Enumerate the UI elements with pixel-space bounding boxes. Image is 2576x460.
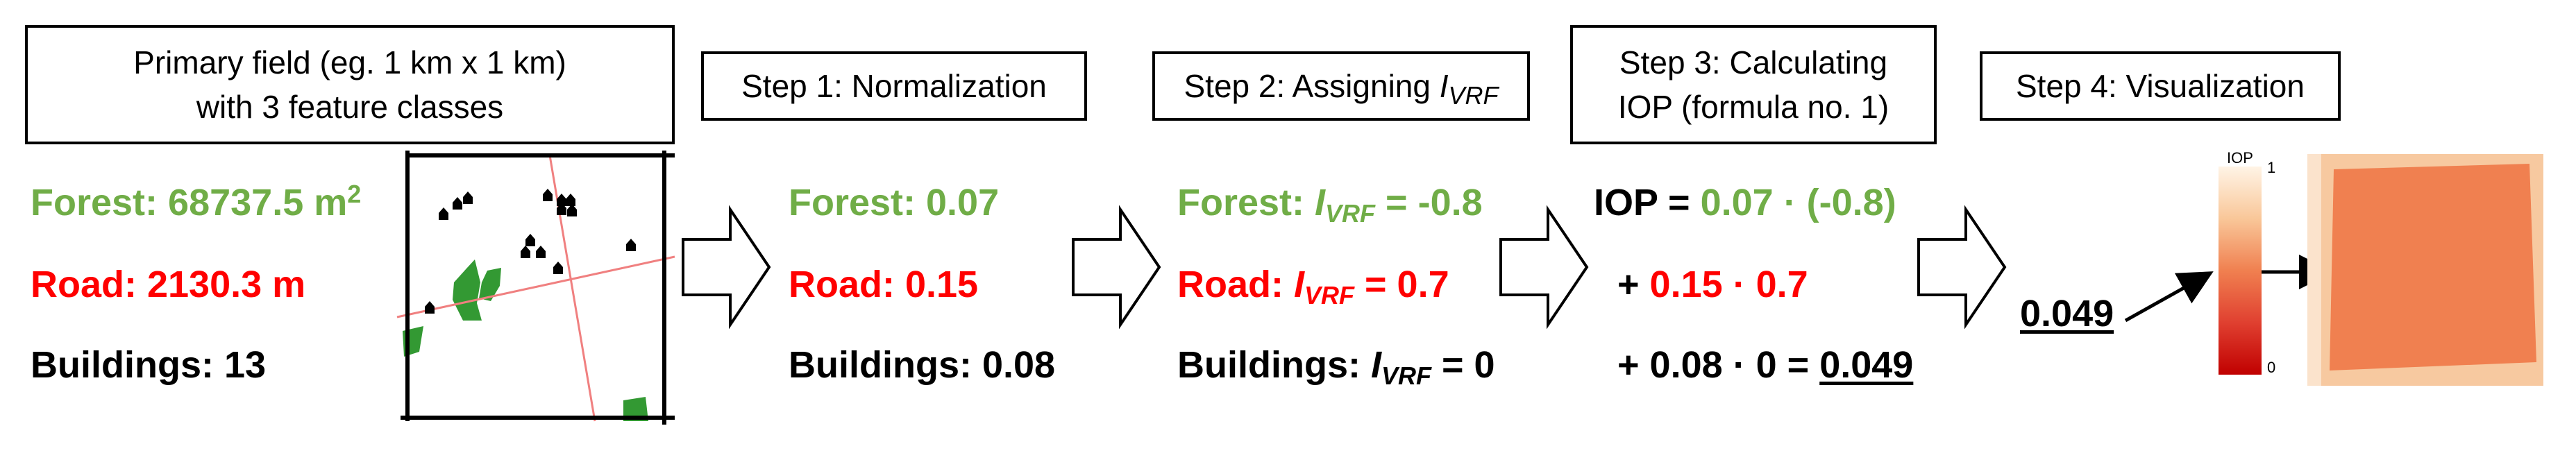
step3-line2: IOP (formula no. 1) — [1617, 89, 1889, 125]
primary-field-line1: Primary field (eg. 1 km x 1 km) — [133, 44, 566, 80]
building-icon — [557, 194, 566, 206]
step2-box: Step 2: Assigning IVRF — [1152, 51, 1530, 121]
colorbar-max: 1 — [2267, 159, 2276, 176]
primary-field-box: Primary field (eg. 1 km x 1 km) with 3 f… — [25, 25, 675, 144]
area-forest: Forest: 68737.5 m2 — [31, 180, 362, 224]
colorbar — [2219, 167, 2262, 375]
iop-line3: + 0.08 · 0 = 0.049 — [1617, 344, 1914, 386]
iop-result: 0.049 — [2020, 293, 2114, 334]
feature-map — [396, 151, 675, 425]
norm-road: Road: 0.15 — [789, 264, 979, 305]
building-icon — [439, 207, 448, 220]
block-arrow-3 — [1499, 205, 1589, 330]
forest-patch — [479, 268, 501, 301]
building-icon — [463, 191, 473, 204]
ivrf-buildings: Buildings: IVRF = 0 — [1177, 344, 1495, 390]
building-icon — [425, 301, 435, 314]
building-icon — [557, 203, 566, 215]
building-icon — [566, 194, 575, 206]
building-icon — [521, 246, 530, 258]
step4-box: Step 4: Visualization — [1980, 51, 2341, 121]
forest-patch — [453, 259, 482, 321]
building-icon — [567, 204, 577, 216]
step3-line1: Step 3: Calculating — [1619, 44, 1888, 80]
step4-label: Step 4: Visualization — [2016, 68, 2305, 104]
forest-patch — [623, 397, 648, 421]
ivrf-forest: Forest: IVRF = -0.8 — [1177, 182, 1483, 228]
step1-box: Step 1: Normalization — [701, 51, 1087, 121]
step2-label: Step 2: Assigning IVRF — [1184, 68, 1499, 110]
ivrf-road: Road: IVRF = 0.7 — [1177, 264, 1449, 309]
building-icon — [453, 197, 462, 210]
step1-label: Step 1: Normalization — [741, 68, 1047, 104]
iop-line1: IOP = 0.07 · (-0.8) — [1594, 182, 1896, 223]
arrow-to-colorbar — [2124, 271, 2214, 323]
area-buildings: Buildings: 13 — [31, 344, 267, 386]
building-icon — [543, 189, 553, 201]
heatmap-cell — [2307, 154, 2543, 386]
building-icon — [626, 239, 636, 251]
block-arrow-1 — [682, 205, 771, 330]
iop-line2: + 0.15 · 0.7 — [1617, 264, 1808, 305]
block-arrow-4 — [1917, 205, 2007, 330]
step3-box: Step 3: Calculating IOP (formula no. 1) — [1570, 25, 1937, 144]
building-icon — [553, 262, 563, 274]
building-icon — [525, 234, 535, 246]
building-icon — [536, 246, 546, 258]
colorbar-title: IOP — [2227, 149, 2253, 167]
colorbar-min: 0 — [2267, 359, 2276, 376]
area-road: Road: 2130.3 m — [31, 264, 306, 305]
road-line — [396, 255, 675, 318]
norm-forest: Forest: 0.07 — [789, 182, 1000, 223]
block-arrow-2 — [1072, 205, 1161, 330]
norm-buildings: Buildings: 0.08 — [789, 344, 1056, 386]
primary-field-line2: with 3 feature classes — [196, 89, 504, 125]
